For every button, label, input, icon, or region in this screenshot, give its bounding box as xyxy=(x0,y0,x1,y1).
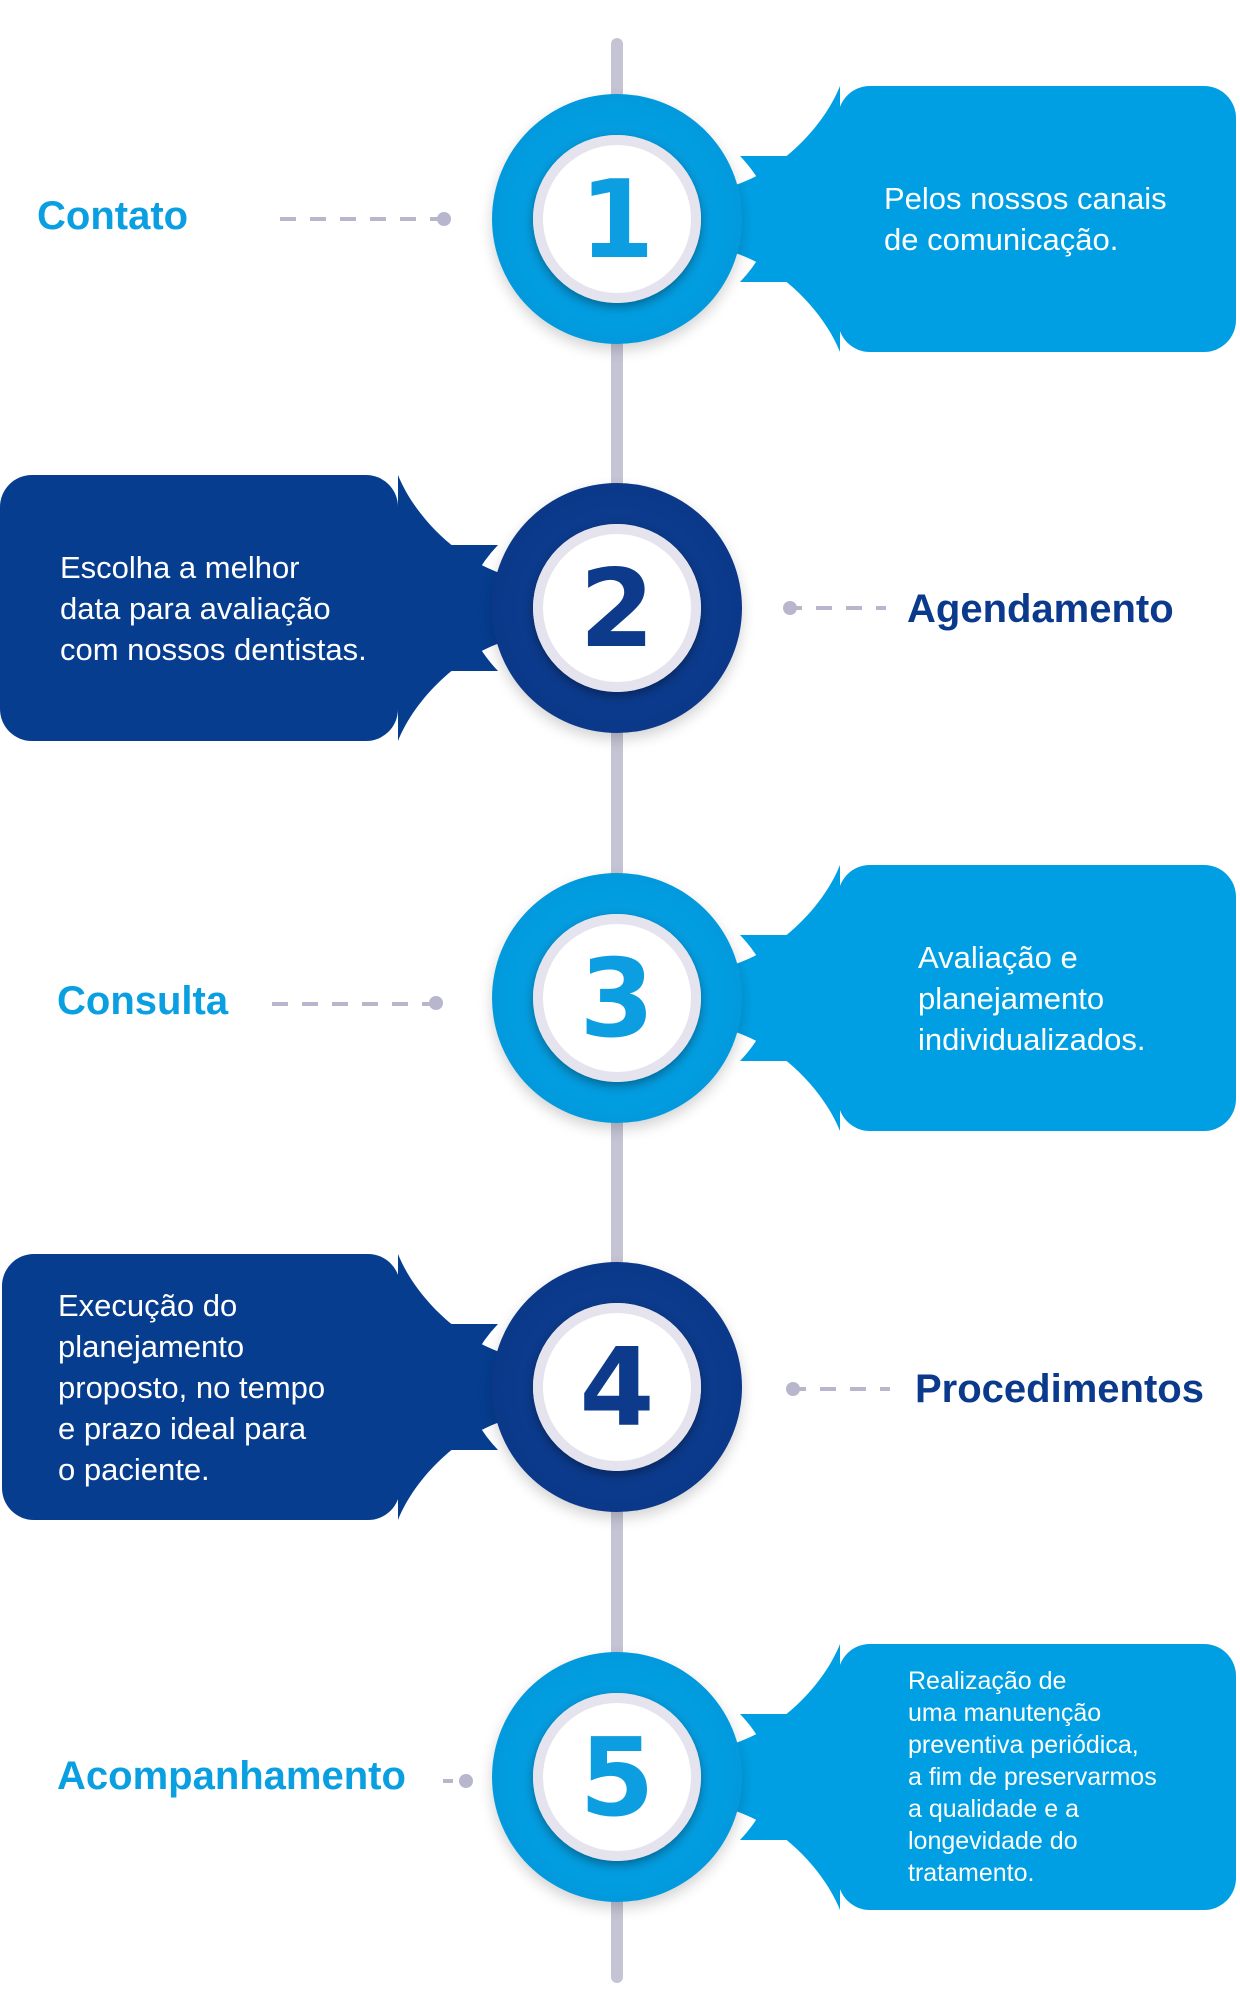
step-description: Execução do planejamento proposto, no te… xyxy=(58,1287,326,1487)
bubble-tail xyxy=(700,865,840,1131)
step-5: Realização de uma manutenção preventiva … xyxy=(0,1644,1240,1910)
label-connector xyxy=(280,217,440,221)
label-connector xyxy=(786,606,886,610)
step-label: Agendamento xyxy=(907,587,1174,631)
step-number: 5 xyxy=(579,1716,655,1841)
step-number-badge: 4 xyxy=(492,1262,742,1512)
step-label: Consulta xyxy=(57,979,229,1023)
step-number: 2 xyxy=(579,547,655,672)
step-number: 4 xyxy=(579,1326,655,1451)
step-description: Escolha a melhor data para avaliação com… xyxy=(60,549,367,667)
step-number: 1 xyxy=(579,158,655,283)
step-description-bubble: Escolha a melhor data para avaliação com… xyxy=(0,475,398,741)
connector-dot xyxy=(437,212,451,226)
step-3: Avaliação e planejamento individualizado… xyxy=(0,865,1240,1131)
step-description: Realização de uma manutenção preventiva … xyxy=(908,1667,1157,1887)
step-description-bubble: Avaliação e planejamento individualizado… xyxy=(838,865,1236,1131)
step-number: 3 xyxy=(579,937,655,1062)
step-2: Escolha a melhor data para avaliação com… xyxy=(0,475,1240,741)
bubble-tail xyxy=(398,1254,538,1520)
bubble-tail xyxy=(398,475,538,741)
label-connector xyxy=(790,1387,890,1391)
connector-dot xyxy=(459,1774,473,1788)
connector-dot xyxy=(429,996,443,1010)
step-label: Acompanhamento xyxy=(57,1754,406,1798)
step-label: Procedimentos xyxy=(915,1367,1204,1411)
step-number-badge: 2 xyxy=(492,483,742,733)
step-description-bubble: Realização de uma manutenção preventiva … xyxy=(838,1644,1236,1910)
step-1: Pelos nossos canais de comunicação. 1 Co… xyxy=(0,86,1240,352)
bubble-tail xyxy=(700,1644,840,1910)
step-description-bubble: Execução do planejamento proposto, no te… xyxy=(2,1254,400,1520)
step-number-badge: 3 xyxy=(492,873,742,1123)
step-number-badge: 1 xyxy=(492,94,742,344)
step-description-bubble: Pelos nossos canais de comunicação. xyxy=(838,86,1236,352)
label-connector xyxy=(272,1002,432,1006)
step-4: Execução do planejamento proposto, no te… xyxy=(0,1254,1240,1520)
step-description: Avaliação e planejamento individualizado… xyxy=(918,939,1146,1057)
bubble-tail xyxy=(700,86,840,352)
step-description: Pelos nossos canais de comunicação. xyxy=(884,181,1167,257)
step-label: Contato xyxy=(37,194,189,238)
label-connector xyxy=(443,1779,453,1783)
step-number-badge: 5 xyxy=(492,1652,742,1902)
